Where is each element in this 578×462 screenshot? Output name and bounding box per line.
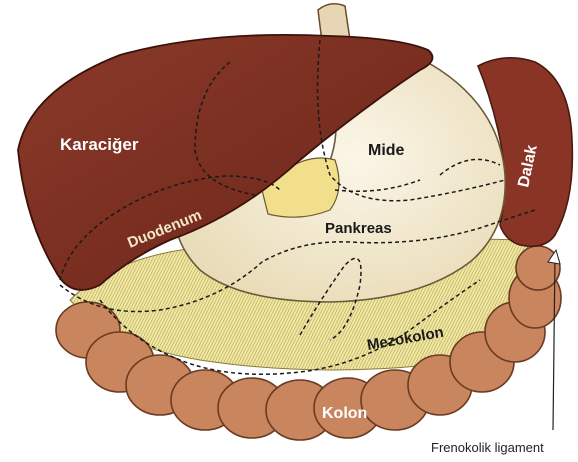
label-frenokolik-ligament: Frenokolik ligament [431,440,544,455]
label-karaciger: Karaciğer [60,135,139,154]
label-kolon: Kolon [322,405,367,422]
label-pankreas: Pankreas [325,220,392,237]
label-mide: Mide [368,142,405,159]
